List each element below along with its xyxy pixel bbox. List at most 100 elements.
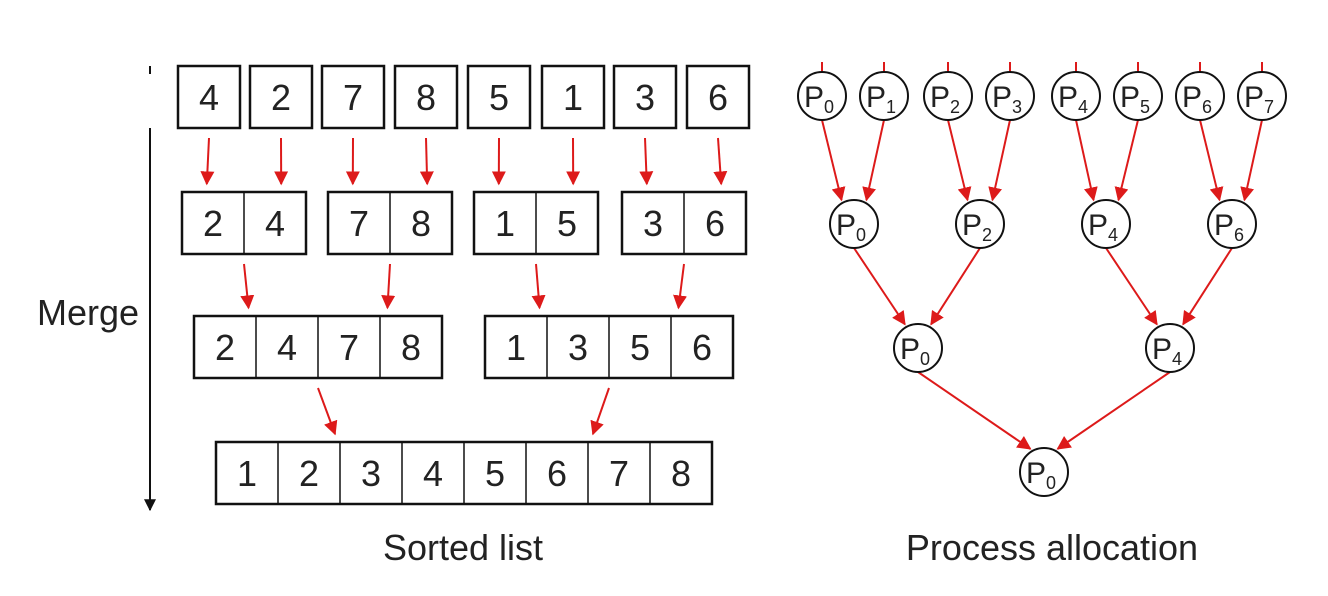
process-node: P2 [923, 71, 973, 121]
merge-cell-value: 5 [630, 327, 650, 368]
process-node-label: P4 [1058, 81, 1088, 117]
merge-box-outline [248, 64, 314, 130]
process-node-circle [893, 323, 943, 373]
merge-cell-value: 7 [349, 203, 369, 244]
tree-edge [1105, 247, 1158, 326]
merge-box: 1 [540, 64, 606, 130]
process-node-circle [1145, 323, 1195, 373]
process-node: P0 [1019, 447, 1069, 497]
merge-arrow [531, 263, 546, 310]
merge-arrow [381, 263, 396, 310]
tree-edge [947, 119, 972, 202]
process-node: P6 [1175, 71, 1225, 121]
merge-cell-value: 2 [271, 77, 291, 118]
merge-box: 6 [685, 64, 751, 130]
merge-box: 2 [248, 64, 314, 130]
merge-cell-value: 6 [692, 327, 712, 368]
merge-arrow [317, 387, 338, 436]
tree-edge [862, 119, 885, 202]
process-node-circle [1081, 199, 1131, 249]
process-node-label: P6 [1214, 209, 1244, 245]
merge-cell-value: 8 [416, 77, 436, 118]
tree-edge [853, 247, 906, 326]
tree-edge [1056, 371, 1171, 450]
tree-edge [1199, 119, 1224, 202]
process-node-circle [1175, 71, 1225, 121]
process-node: P2 [955, 199, 1005, 249]
process-node: P7 [1237, 71, 1287, 121]
merge-cell-value: 3 [643, 203, 663, 244]
process-node: P6 [1207, 199, 1257, 249]
merge-label: Merge [37, 292, 139, 333]
process-node-label: P6 [1182, 81, 1212, 117]
process-node-label: P2 [930, 81, 960, 117]
merge-box-outline [612, 64, 678, 130]
process-node-label: P3 [992, 81, 1022, 117]
merge-cell-value: 5 [557, 203, 577, 244]
tree-edge [1240, 119, 1263, 202]
merge-box: 8 [393, 64, 459, 130]
merge-arrow [419, 137, 434, 186]
process-node-label: P1 [866, 81, 896, 117]
merge-cell-value: 8 [411, 203, 431, 244]
merge-cell-value: 5 [485, 453, 505, 494]
process-node-circle [1207, 199, 1257, 249]
process-node: P4 [1081, 199, 1131, 249]
merge-cell-value: 1 [506, 327, 526, 368]
process-node-label: P0 [900, 333, 930, 369]
process-node-circle [1237, 71, 1287, 121]
tree-edge [930, 247, 981, 326]
merge-box-outline [320, 64, 386, 130]
merge-arrow [240, 263, 255, 310]
process-node-circle [829, 199, 879, 249]
process-node: P5 [1113, 71, 1163, 121]
process-node-label: P7 [1244, 81, 1274, 117]
merge-box-outline [176, 64, 242, 130]
merge-cell-value: 4 [199, 77, 219, 118]
merge-box-outline [685, 64, 751, 130]
process-node-label: P5 [1120, 81, 1150, 117]
merge-cell-value: 3 [361, 453, 381, 494]
process-node-label: P0 [804, 81, 834, 117]
merge-cell-value: 6 [705, 203, 725, 244]
merge-cell-value: 1 [237, 453, 257, 494]
process-node-label: P2 [962, 209, 992, 245]
process-node: P4 [1051, 71, 1101, 121]
merge-box: 3 [612, 64, 678, 130]
merge-cell-value: 2 [299, 453, 319, 494]
process-node: P0 [893, 323, 943, 373]
process-node-circle [1019, 447, 1069, 497]
tree-edge [1114, 119, 1139, 202]
merge-cell-value: 2 [215, 327, 235, 368]
process-node: P3 [985, 71, 1035, 121]
merge-cell-value: 4 [423, 453, 443, 494]
process-node-label: P0 [1026, 457, 1056, 493]
merge-box-outline [393, 64, 459, 130]
tree-edge [988, 119, 1011, 202]
merge-box-outline [540, 64, 606, 130]
merge-arrow [713, 137, 728, 186]
process-node: P0 [829, 199, 879, 249]
merge-arrow [200, 137, 215, 186]
process-node-label: P0 [836, 209, 866, 245]
merge-box-outline [466, 64, 532, 130]
sorted-list-caption: Sorted list [383, 527, 543, 568]
merge-box: 4 [176, 64, 242, 130]
merge-arrow [639, 137, 654, 186]
process-node-circle [1051, 71, 1101, 121]
merge-box: 5 [466, 64, 532, 130]
merge-cell-value: 4 [277, 327, 297, 368]
process-node-label: P4 [1088, 209, 1118, 245]
process-node-circle [985, 71, 1035, 121]
merge-cell-value: 7 [343, 77, 363, 118]
merge-arrow [590, 387, 610, 436]
process-node-circle [797, 71, 847, 121]
